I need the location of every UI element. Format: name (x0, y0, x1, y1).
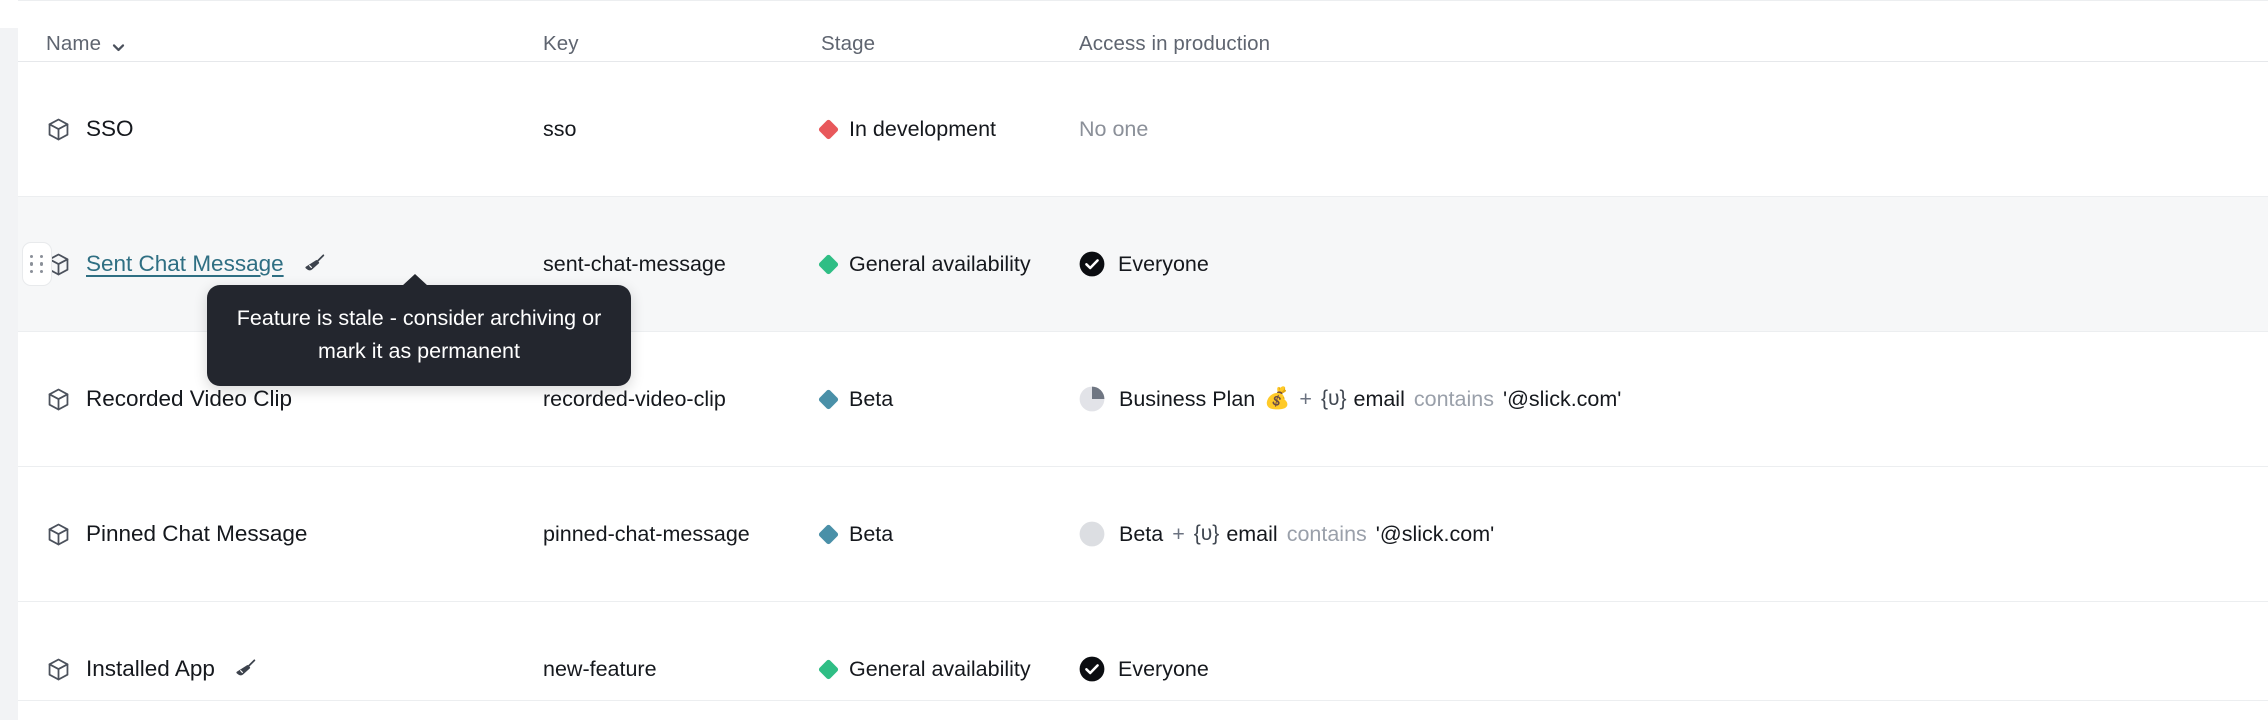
cell-access-in-production: Everyone (1079, 251, 2268, 277)
check-circle-icon (1079, 251, 1105, 277)
stage-diamond-icon (817, 388, 840, 410)
access-operator: + (1299, 386, 1312, 411)
table-header-row: Name Key Stage Access in production (18, 0, 2268, 62)
feature-key: recorded-video-clip (543, 386, 726, 411)
cell-stage: Beta (817, 521, 1079, 547)
table-row[interactable]: SSO sso In development No one (18, 62, 2268, 197)
stage-label: Beta (849, 386, 894, 411)
money-bag-emoji: 💰 (1264, 387, 1291, 410)
access-condition: contains (1286, 521, 1367, 546)
tooltip-arrow (402, 274, 428, 286)
table-bottom-divider (18, 700, 2268, 701)
stage-diamond-icon (817, 523, 840, 545)
stage-badge: General availability (817, 656, 1031, 682)
feature-name: Recorded Video Clip (86, 386, 292, 411)
stage-badge: Beta (817, 521, 894, 547)
page-left-gutter (0, 0, 18, 720)
variable-symbol-icon: {υ} (1320, 387, 1347, 410)
column-header-key[interactable]: Key (543, 32, 821, 56)
cell-access-in-production: No one (1079, 117, 2268, 142)
tooltip-text: Feature is stale - consider archiving or… (236, 306, 602, 363)
cell-key: pinned-chat-message (543, 522, 821, 547)
stale-broom-icon[interactable] (233, 657, 258, 682)
feature-name: Pinned Chat Message (86, 521, 308, 546)
cell-name: Recorded Video Clip (18, 386, 543, 412)
feature-key: sent-chat-message (543, 251, 726, 276)
stage-diamond-icon (817, 118, 840, 140)
rollout-pie-icon (1079, 386, 1105, 412)
access-expression: No one (1079, 117, 1148, 142)
stage-label: General availability (849, 251, 1031, 276)
page-left-gutter-top (0, 0, 18, 28)
access-segment: Business Plan (1119, 386, 1256, 411)
feature-name: SSO (86, 116, 134, 141)
column-header-stage-label: Stage (821, 32, 876, 55)
access-value: '@slick.com' (1375, 521, 1495, 546)
column-header-name[interactable]: Name (18, 32, 543, 56)
access-expression: Everyone (1079, 251, 1209, 277)
column-header-stage[interactable]: Stage (821, 32, 1079, 56)
drag-handle[interactable] (22, 242, 52, 286)
cell-name: SSO (18, 116, 543, 142)
feature-flags-table: Name Key Stage Access in production SSO s… (18, 0, 2268, 720)
cube-icon (46, 387, 71, 412)
variable-symbol-icon: {υ} (1193, 522, 1220, 545)
access-expression: Beta + {υ} email contains '@slick.com' (1079, 521, 1494, 547)
column-header-name-label: Name (46, 32, 102, 55)
column-header-access-label: Access in production (1079, 32, 1271, 55)
cell-name: Installed App (18, 656, 543, 682)
table-row[interactable]: Pinned Chat Message pinned-chat-message Be… (18, 467, 2268, 602)
access-condition: contains (1413, 386, 1494, 411)
cell-access-in-production: Everyone (1079, 656, 2268, 682)
feature-key: sso (543, 116, 577, 141)
access-expression: Business Plan 💰 + {υ} email contains '@slick.c… (1079, 386, 1621, 412)
cell-key: sso (543, 117, 821, 142)
access-operator: + (1172, 521, 1185, 546)
stage-badge: In development (817, 116, 997, 142)
cell-access-in-production: Beta + {υ} email contains '@slick.com' (1079, 521, 2268, 547)
stage-diamond-icon (817, 658, 840, 680)
access-value: '@slick.com' (1502, 386, 1622, 411)
table-row[interactable]: Installed App new-feature General availabi… (18, 602, 2268, 720)
cube-icon (46, 117, 71, 142)
stale-feature-tooltip: Feature is stale - consider archiving or… (207, 274, 631, 387)
stage-label: General availability (849, 656, 1031, 681)
stage-diamond-icon (817, 253, 840, 275)
feature-name[interactable]: Sent Chat Message (86, 251, 284, 276)
access-segment: Beta (1119, 521, 1164, 546)
column-header-key-label: Key (543, 32, 579, 55)
stale-broom-icon[interactable] (302, 252, 327, 277)
cube-icon (46, 657, 71, 682)
cell-name: Pinned Chat Message (18, 521, 543, 547)
cell-key: recorded-video-clip (543, 387, 821, 412)
chevron-down-icon[interactable] (111, 37, 126, 52)
check-circle-icon (1079, 656, 1105, 682)
feature-key: new-feature (543, 656, 657, 681)
stage-label: Beta (849, 521, 894, 546)
access-no-one-text: No one (1079, 116, 1149, 141)
stage-badge: Beta (817, 386, 894, 412)
column-header-access-in-production[interactable]: Access in production (1079, 32, 2268, 56)
cell-key: sent-chat-message (543, 252, 821, 277)
access-property: email (1226, 521, 1278, 546)
cell-access-in-production: Business Plan 💰 + {υ} email contains '@slick.c… (1079, 386, 2268, 412)
cell-name: Sent Chat Message (18, 251, 543, 277)
feature-key: pinned-chat-message (543, 521, 750, 546)
cell-key: new-feature (543, 657, 821, 682)
feature-name: Installed App (86, 656, 215, 681)
access-everyone-text: Everyone (1118, 251, 1209, 276)
stage-badge: General availability (817, 251, 1031, 277)
cube-icon (46, 522, 71, 547)
cell-stage: General availability (817, 656, 1079, 682)
cell-stage: General availability (817, 251, 1079, 277)
cell-stage: In development (817, 116, 1079, 142)
cell-stage: Beta (817, 386, 1079, 412)
access-everyone-text: Everyone (1118, 656, 1209, 681)
access-expression: Everyone (1079, 656, 1209, 682)
stage-label: In development (849, 116, 997, 141)
access-property: email (1353, 386, 1405, 411)
rollout-pie-icon (1079, 521, 1105, 547)
